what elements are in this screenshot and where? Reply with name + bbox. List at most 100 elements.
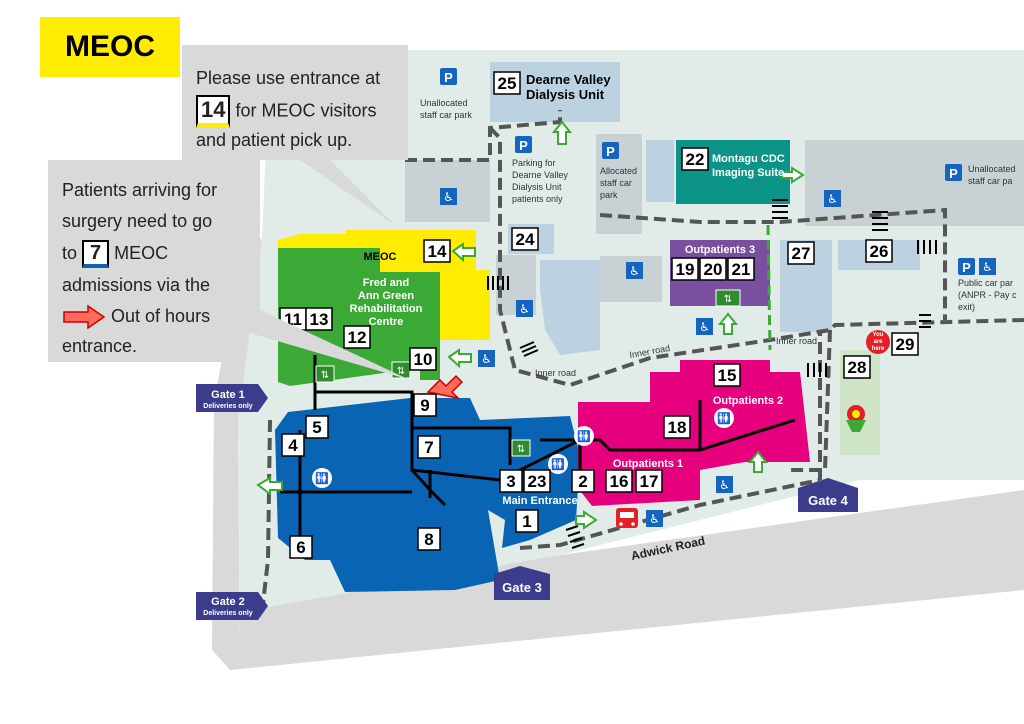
entrance-arrow-icon [256,476,283,496]
building-24: 24 [511,227,539,251]
svg-text:♿: ♿ [982,260,993,274]
entrance-arrow-icon [717,312,739,335]
lift-icon: ⇅ [315,365,335,383]
parking-icon: P [515,136,532,153]
building-14: 14 [423,239,451,263]
public-car-park-label-2: (ANPR - Pay c [958,290,1017,300]
svg-text:Gate 2: Gate 2 [211,596,245,608]
unallocated-right-label-2: staff car pa [968,176,1012,186]
allocated-staff-car-park-label-3: park [600,190,618,200]
dialysis-unit-label-2: Dialysis Unit [526,87,605,102]
accessible-icon: ♿ [516,300,533,317]
svg-text:⇅: ⇅ [724,294,732,305]
surgery-line-5-text: Out of hours [111,305,211,326]
building-26: 26 [865,239,893,263]
surgery-line-3: to 7 MEOC [62,240,168,268]
svg-text:18: 18 [668,418,687,437]
unallocated-right-label-1: Unallocated [968,164,1016,174]
dialysis-unit-label-1: Dearne Valley [526,72,611,87]
rehab-label-3: Rehabilitation [350,303,423,315]
accessible-icon: ♿ [478,350,495,367]
svg-text:12: 12 [348,328,367,347]
crosswalks [487,199,937,549]
svg-text:2: 2 [578,472,587,491]
allocated-staff-car-park-label-1: Allocated [600,166,637,176]
outpatients-1-label: Outpatients 1 [613,458,683,470]
building-9: 9 [413,393,437,417]
adwick-road-surface [240,490,1024,650]
surgery-line-5: Out of hours [62,304,211,330]
svg-text:25: 25 [498,74,517,93]
meoc-title-badge: MEOC [40,17,180,77]
building-28: 28 [843,355,871,379]
building-10: 10 [409,347,437,371]
rehab-label-2: Ann Green [358,290,415,302]
svg-text:♿: ♿ [519,302,530,316]
svg-text:You: You [873,332,884,338]
svg-text:P: P [949,166,958,181]
outpatients-2-label: Outpatients 2 [713,395,783,407]
entrance-arrows [256,120,805,530]
building-4: 4 [281,433,305,457]
svg-text:🚻: 🚻 [315,472,329,485]
svg-text:13: 13 [310,310,329,329]
meoc-building-label: MEOC [364,251,397,263]
building-19: 19 [671,257,699,281]
accessible-icons: ♿ ♿ ♿ ♿ ♿ ♿ ♿ ♿ ♿ [440,188,996,527]
parking-icon: P [945,164,962,181]
building-7: 7 [417,435,441,459]
out-of-hours-arrow-icon [426,374,464,400]
svg-text:⇅: ⇅ [517,444,525,455]
svg-text:here: here [872,346,885,352]
dialysis-parking-label-2: Dearne Valley [512,170,568,180]
accessible-icon: ♿ [626,262,643,279]
svg-text:P: P [519,138,528,153]
svg-text:20: 20 [704,260,723,279]
svg-text:23: 23 [528,472,547,491]
svg-text:10: 10 [414,350,433,369]
entrance-arrow-icon [575,510,598,530]
info-line-2: 14 for MEOC visitors [196,95,377,128]
svg-text:27: 27 [792,244,811,263]
dialysis-parking-label-3: Dialysis Unit [512,182,562,192]
accessible-icon: ♿ [716,476,733,493]
outpatients-3-label: Outpatients 3 [685,244,755,256]
building-13: 13 [305,307,333,331]
svg-text:♿: ♿ [827,192,838,206]
entrance-14-badge: 14 [196,95,231,128]
svg-text:Deliveries only: Deliveries only [203,403,253,410]
gate-2: Gate 2 Deliveries only [196,592,268,620]
svg-text:Deliveries only: Deliveries only [203,610,253,617]
svg-text:Gate 3: Gate 3 [502,580,542,595]
toilet-icon: 🚻 [548,454,568,474]
svg-text:🚻: 🚻 [717,412,731,425]
toilet-icon: 🚻 [312,468,332,488]
montagu-label-2: Imaging Suite [712,167,784,179]
svg-text:4: 4 [288,436,298,455]
building-1: 1 [515,509,539,533]
svg-text:6: 6 [296,538,305,557]
svg-text:14: 14 [428,242,447,261]
montagu-label-1: Montagu CDC [712,153,785,165]
building-block-b [646,140,674,202]
entrance-arrow-icon [551,120,573,145]
building-6: 6 [289,535,313,559]
toilet-icon: 🚻 [714,408,734,428]
building-22: 22 [681,147,709,171]
toilet-icons: 🚻 🚻 🚻 🚻 [312,408,734,488]
building-5: 5 [305,415,329,439]
dialysis-parking-label-4: patients only [512,194,563,204]
surgery-line-4: admissions via the [62,275,211,295]
entrance-arrow-icon [747,450,769,473]
svg-text:♿: ♿ [719,478,730,492]
building-25: 25 [493,71,521,95]
toilet-icon: 🚻 [574,426,594,446]
rehab-label-1: Fred and [363,277,409,289]
inner-road-label-3: Inner road [776,336,817,346]
svg-text:8: 8 [424,530,433,549]
surgery-line-2: surgery need to go [62,211,213,231]
you-are-here-marker: You are here [866,330,890,354]
svg-text:7: 7 [424,438,433,457]
building-18: 18 [663,415,691,439]
building-2: 2 [571,469,595,493]
